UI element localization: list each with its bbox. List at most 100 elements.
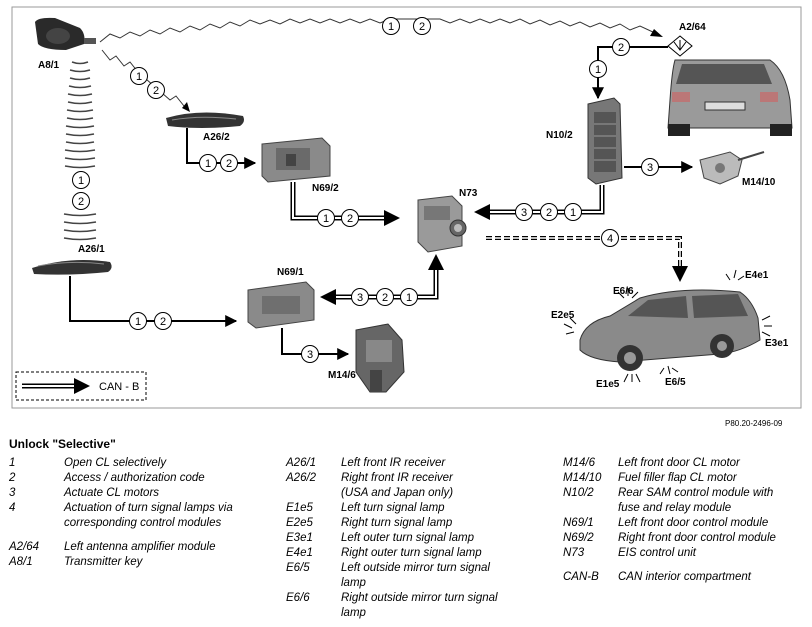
svg-text:3: 3 — [307, 349, 313, 361]
legend-row-cont: lamp — [341, 577, 366, 589]
label-e6-5: E6/5 — [665, 377, 686, 388]
can-b-legend-box — [15, 371, 147, 401]
num-a26-1-path-2: 2 — [154, 312, 172, 330]
svg-text:1: 1 — [406, 292, 412, 304]
svg-text:1: 1 — [570, 207, 576, 219]
arrowhead-vehicle — [672, 266, 688, 282]
label-e1e5: E1e5 — [596, 379, 620, 390]
ir-beam — [63, 61, 97, 241]
num-ir-2: 2 — [72, 192, 90, 210]
fuel-flap-motor-m14-10-icon — [699, 151, 765, 185]
label-e2e5: E2e5 — [551, 310, 575, 321]
label-m14-6: M14/6 — [328, 370, 356, 381]
vehicle-side-icon — [579, 289, 761, 371]
svg-text:2: 2 — [347, 213, 353, 225]
num-top-2: 2 — [413, 17, 431, 35]
num-n10-2-path-1: 1 — [564, 203, 582, 221]
label-a2-64: A2/64 — [679, 22, 706, 33]
svg-text:2: 2 — [153, 85, 159, 97]
svg-text:2: 2 — [160, 316, 166, 328]
antenna-amplifier-a2-64-icon — [667, 35, 693, 57]
num-ir-1: 1 — [72, 171, 90, 189]
svg-text:4: 4 — [607, 233, 613, 245]
num-n10-2-path-3: 3 — [515, 203, 533, 221]
label-n10-2: N10/2 — [546, 130, 573, 141]
num-a26-2-2: 2 — [147, 81, 165, 99]
num-m14-6-3: 3 — [301, 345, 319, 363]
num-a26-2-path-1: 1 — [199, 154, 217, 172]
label-a26-2: A26/2 — [203, 132, 230, 143]
svg-text:3: 3 — [647, 162, 653, 174]
label-e3e1: E3e1 — [765, 338, 789, 349]
legend-row-cont: lamp — [341, 607, 366, 619]
diagram-frame — [11, 6, 802, 409]
num-n73-path-1: 1 — [400, 288, 418, 306]
svg-text:1: 1 — [323, 213, 329, 225]
line-n69-1-to-m14-6 — [281, 328, 350, 360]
label-e6-6: E6/6 — [613, 286, 634, 297]
line-a26-1-to-n69-1 — [69, 276, 238, 327]
label-m14-10: M14/10 — [742, 177, 776, 188]
svg-text:2: 2 — [546, 207, 552, 219]
num-dashed-4: 4 — [601, 229, 619, 247]
ir-receiver-a26-2-icon — [166, 112, 244, 128]
svg-text:3: 3 — [521, 207, 527, 219]
transmitter-key-icon — [35, 17, 96, 50]
line-a2-64-to-n10-2 — [592, 46, 668, 100]
num-a2-64-path-2: 2 — [612, 38, 630, 56]
door-module-n69-2-icon — [261, 137, 331, 183]
label-n73: N73 — [459, 188, 478, 199]
door-module-n69-1-icon — [247, 281, 315, 329]
label-n69-1: N69/1 — [277, 267, 304, 278]
arrowhead-n73-n69-1 — [320, 289, 336, 305]
svg-text:2: 2 — [78, 196, 84, 208]
num-a2-64-path-1: 1 — [589, 60, 607, 78]
can-b-arrow-icon — [74, 378, 90, 394]
arrowhead-n69-2-n73 — [384, 210, 400, 226]
num-n10-2-path-2: 2 — [540, 203, 558, 221]
legend-row-cont: fuse and relay module — [618, 502, 732, 514]
svg-text:1: 1 — [205, 158, 211, 170]
label-a26-1: A26/1 — [78, 244, 105, 255]
num-m14-10-3: 3 — [641, 158, 659, 176]
lamp-flash-icons — [563, 269, 772, 383]
can-b-label: CAN - B — [99, 381, 139, 393]
wireless-arrowhead-top — [650, 29, 663, 37]
svg-text:2: 2 — [618, 42, 624, 54]
svg-text:3: 3 — [357, 292, 363, 304]
legend-title: Unlock "Selective" — [9, 437, 116, 451]
arrowhead-n73-up — [428, 254, 444, 270]
rear-sam-module-n10-2-icon — [587, 97, 623, 185]
svg-text:1: 1 — [388, 21, 394, 33]
system-diagram: A8/1 1 2 1 2 1 2 A26/2 1 2 N69/2 1 2 N73… — [11, 6, 802, 409]
line-n73-to-vehicle-dashed — [486, 236, 682, 268]
num-a26-2-1: 1 — [130, 67, 148, 85]
svg-text:2: 2 — [419, 21, 425, 33]
vehicle-rear-icon — [667, 59, 793, 136]
svg-text:1: 1 — [136, 71, 142, 83]
line-n69-2-to-n73 — [290, 182, 385, 221]
num-top-1: 1 — [382, 17, 400, 35]
svg-text:2: 2 — [382, 292, 388, 304]
arrowhead-n10-2-n73 — [474, 204, 490, 220]
legend-row-cont: (USA and Japan only) — [341, 487, 454, 499]
label-a8-1: A8/1 — [38, 60, 60, 71]
label-n69-2: N69/2 — [312, 183, 339, 194]
